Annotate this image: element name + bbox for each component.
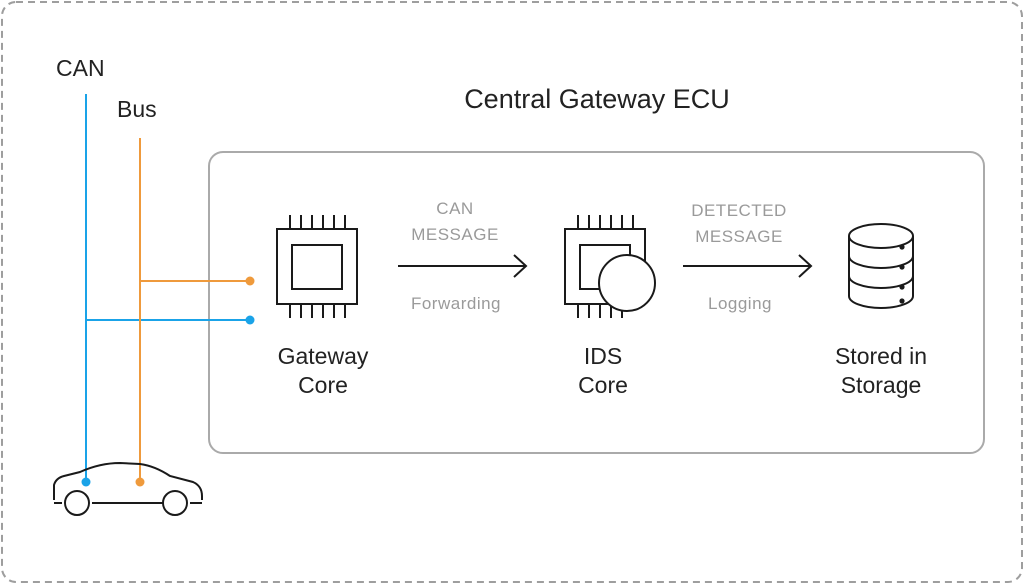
forwarding-arrow bbox=[398, 254, 528, 278]
bus-label: Bus bbox=[117, 96, 157, 122]
ids-label-line2: Core bbox=[578, 372, 628, 398]
arrow2-label-top1: DETECTED bbox=[691, 201, 787, 220]
car-icon bbox=[53, 461, 203, 516]
bus-line bbox=[139, 138, 250, 482]
ecu-title: Central Gateway ECU bbox=[464, 84, 730, 114]
chip-with-circle-icon bbox=[564, 215, 656, 318]
gateway-label-line2: Core bbox=[298, 372, 348, 398]
database-icon bbox=[848, 223, 914, 309]
gateway-label-line1: Gateway bbox=[278, 343, 369, 369]
ecu-box bbox=[208, 151, 985, 454]
arrow1-label-bottom: Forwarding bbox=[411, 294, 501, 313]
chip-icon bbox=[276, 215, 358, 318]
can-endpoint-car bbox=[81, 477, 91, 487]
arrow2-label-bottom: Logging bbox=[708, 294, 772, 313]
arrow1-label-top1: CAN bbox=[436, 199, 473, 218]
bus-endpoint-car bbox=[135, 477, 145, 487]
ids-label-line1: IDS bbox=[584, 343, 622, 369]
storage-label-line1: Stored in bbox=[835, 343, 927, 369]
arrow2-label-top2: MESSAGE bbox=[695, 227, 783, 246]
bus-endpoint-gateway bbox=[245, 276, 255, 286]
storage-label-line2: Storage bbox=[841, 372, 922, 398]
can-label: CAN bbox=[56, 55, 105, 81]
can-endpoint-gateway bbox=[245, 315, 255, 325]
arrow1-label-top2: MESSAGE bbox=[411, 225, 499, 244]
logging-arrow bbox=[683, 254, 813, 278]
can-line bbox=[85, 94, 250, 482]
